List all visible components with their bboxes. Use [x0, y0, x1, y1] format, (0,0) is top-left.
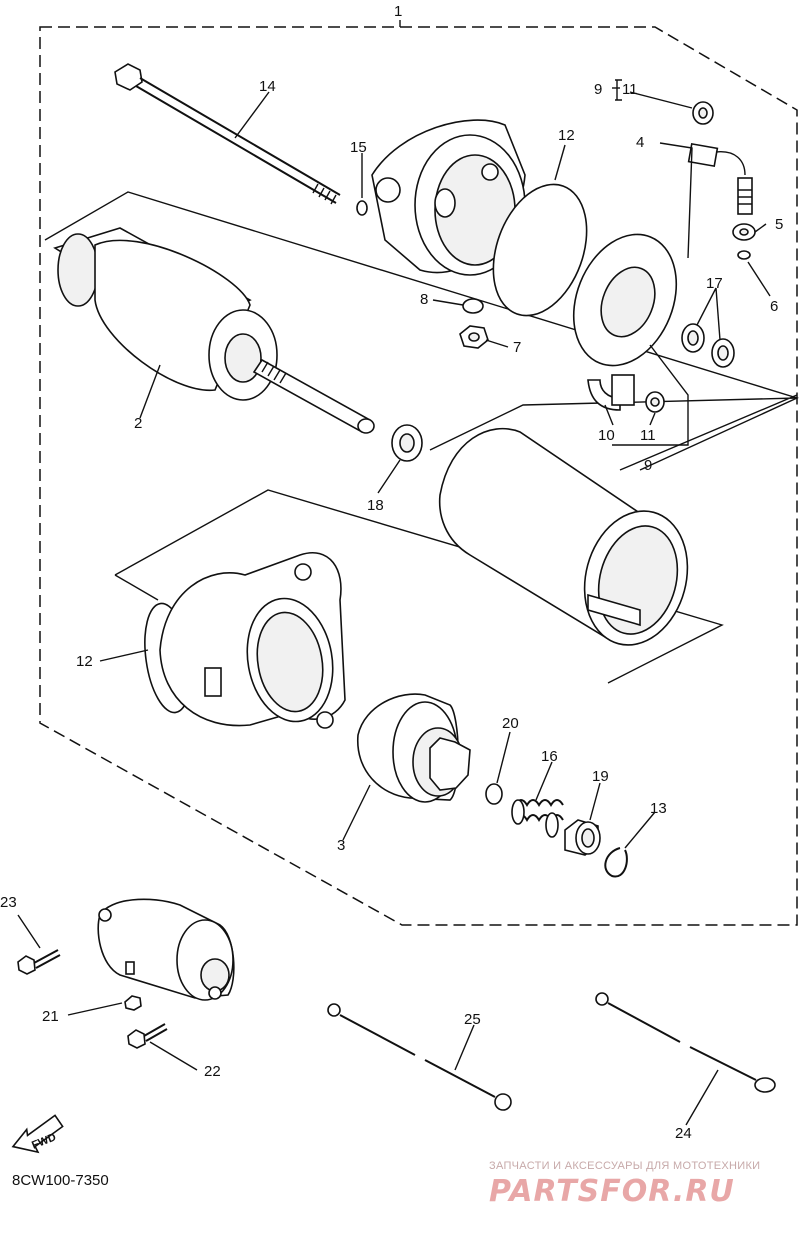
- bolt-23-part: [17, 949, 61, 975]
- callout-9: 9: [644, 457, 652, 474]
- brush-holder-10-part: [587, 374, 635, 411]
- panel-upper: [44, 191, 799, 471]
- callout-23: 23: [0, 894, 17, 911]
- spring-16-part: [511, 799, 564, 838]
- ring-20-part: [485, 783, 503, 805]
- pinion-clutch-part: [357, 693, 471, 803]
- starter-motor-assembled-part: [97, 898, 235, 1001]
- rear-cover-part: [371, 119, 526, 276]
- washers-17-part: [681, 323, 735, 368]
- callout-3: 3: [337, 837, 345, 854]
- callout-9-range-end: 11: [622, 81, 638, 98]
- callout-6: 6: [770, 298, 778, 315]
- callout-5: 5: [775, 216, 783, 233]
- lead-wire-24-part: [595, 992, 776, 1093]
- panel-middle: [429, 394, 798, 471]
- washer-8-part: [462, 298, 484, 314]
- callout-15: 15: [350, 139, 367, 156]
- o-ring-small-part: [356, 200, 368, 216]
- callout-25: 25: [464, 1011, 481, 1028]
- circlip-13-part: [604, 847, 628, 878]
- bolt-22-part: [127, 1023, 168, 1049]
- callout-12-lower: 12: [76, 653, 93, 670]
- diagram-code: 8CW100-7350: [12, 1172, 109, 1189]
- washer-18-part: [391, 424, 423, 462]
- callout-7: 7: [513, 339, 521, 356]
- callout-12-upper: 12: [558, 127, 575, 144]
- nut-7-part: [459, 325, 489, 349]
- fwd-arrow-icon: FWD: [11, 1114, 64, 1154]
- armature-part: [53, 227, 375, 434]
- watermark-tagline: ЗАПЧАСТИ И АКСЕССУАРЫ ДЛЯ МОТОТЕХНИКИ: [489, 1160, 761, 1172]
- leader-lines: [17, 87, 771, 1126]
- o-ring-large-upper-part: [492, 183, 588, 317]
- lead-wire-25-part: [327, 1003, 512, 1111]
- callout-4: 4: [636, 134, 644, 151]
- callout-2: 2: [134, 415, 142, 432]
- callout-21: 21: [42, 1008, 59, 1025]
- callout-16: 16: [541, 748, 558, 765]
- assembly-boundary: [39, 26, 798, 926]
- callout-1: 1: [394, 3, 402, 20]
- brush-plate-part: [572, 233, 678, 367]
- callout-11: 11: [640, 427, 656, 444]
- front-cover-part: [159, 552, 346, 729]
- callout-22: 22: [204, 1063, 221, 1080]
- yoke-part: [438, 427, 689, 646]
- callout-24: 24: [675, 1125, 692, 1142]
- washer-5-part: [732, 223, 756, 241]
- callout-9-range-start: 9: [594, 81, 602, 98]
- callout-8: 8: [420, 291, 428, 308]
- callout-18: 18: [367, 497, 384, 514]
- collar-19-part: [564, 819, 601, 856]
- callout-14: 14: [259, 78, 276, 95]
- callout-13: 13: [650, 800, 667, 817]
- callout-19: 19: [592, 768, 609, 785]
- callout-9-range-bracket: [615, 79, 622, 101]
- callout-17: 17: [706, 275, 723, 292]
- nut-11-part: [645, 391, 665, 413]
- nut-21-part: [124, 995, 142, 1011]
- callout-20: 20: [502, 715, 519, 732]
- callout-10: 10: [598, 427, 615, 444]
- brush-lead-part: [687, 142, 753, 215]
- through-bolt-part: [114, 63, 341, 205]
- watermark-brand: PARTSFOR.RU: [489, 1174, 735, 1209]
- nut-upper-part: [692, 101, 714, 125]
- o-ring-6-part: [737, 250, 751, 260]
